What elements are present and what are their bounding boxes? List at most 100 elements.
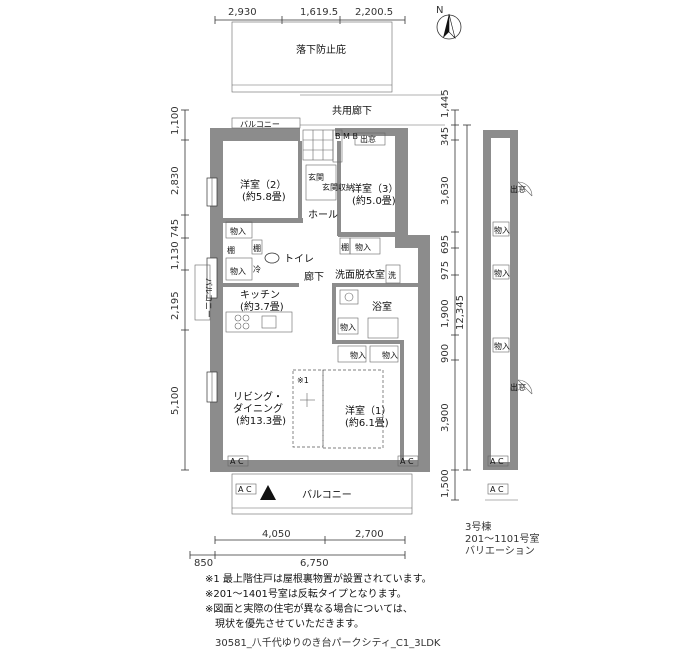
closet-mid-2: 物入: [382, 350, 398, 360]
bottom-dim-2: 2,700: [355, 529, 384, 540]
variant-line-2: 201～1101号室: [465, 532, 540, 545]
ac-label-2: A C: [400, 457, 414, 466]
variant-closet-3: 物入: [494, 341, 510, 351]
inner-corridor-label: 廊下: [304, 270, 324, 283]
kitchen-area: 物入 棚 冷 キッチン (約3.7畳): [225, 245, 293, 333]
variant-caption: 3号棟 201～1101号室 バリエーション: [465, 520, 540, 557]
note-4: 現状を優先させていただきます。: [205, 617, 364, 630]
left-dimension-line: 1,100 2,830 745 1,130 2,195 5,100: [170, 106, 189, 471]
right-dim-4: 695: [440, 235, 451, 254]
bottom-balcony-label: バルコニー: [302, 489, 352, 501]
ac-label-3: A C: [238, 485, 252, 494]
room-western-3: 洋室（3） (約5.0畳): [352, 182, 398, 207]
common-corridor: 共用廊下: [300, 94, 445, 126]
kitchen-size: (約3.7畳): [240, 300, 284, 313]
bottom-dim-1: 4,050: [262, 529, 291, 540]
left-dim-6: 5,100: [170, 386, 181, 415]
variant-closet-2: 物入: [494, 268, 510, 278]
living-label: リビング・: [233, 390, 283, 403]
middle-closets: 物入 物入: [337, 345, 399, 363]
ac-units: A C A C A C: [227, 455, 419, 495]
western2-size: (約5.8畳): [242, 190, 286, 203]
entrance-marker-icon: [260, 485, 276, 500]
top-dimension-line: 2,930 1,619.5 2,200.5: [214, 7, 406, 24]
note-3: ※図面と実際の住宅が異なる場合については、: [205, 602, 413, 615]
closet-mid-1: 物入: [350, 350, 366, 360]
toilet-area: 棚 トイレ 廊下: [251, 239, 324, 283]
note-2: ※201～1401号室は反転タイプとなります。: [205, 587, 407, 600]
variant-line-3: バリエーション: [465, 545, 535, 557]
right-dim-9: 1,500: [440, 469, 451, 498]
closet-upper-right: 物入: [355, 242, 371, 252]
kitchen-label: キッチン: [240, 289, 280, 301]
western3-size: (約5.0畳): [352, 194, 396, 207]
meter-box-label: B M B: [335, 132, 358, 141]
compass-label: N: [436, 5, 443, 16]
bottom-total-main: 6,750: [300, 558, 329, 569]
right-dim-5: 975: [440, 261, 451, 280]
left-dim-5: 2,195: [170, 291, 181, 320]
right-dim-8: 3,900: [440, 403, 451, 432]
shelf-toilet: 棚: [253, 243, 261, 253]
closet-kitchen: 物入: [230, 266, 246, 276]
top-dim-3: 2,200.5: [355, 7, 393, 18]
wash-label: 洗: [388, 270, 396, 280]
note-1: ※1 最上階住戸は屋根裏物置が設置されています。: [205, 572, 432, 585]
main-unit-walls: [210, 128, 430, 472]
common-corridor-label: 共用廊下: [332, 104, 372, 117]
room-western-2: 洋室（2） (約5.8畳): [240, 178, 286, 203]
right-dim-7: 900: [440, 344, 451, 363]
variant-window-1: 出窓: [510, 184, 526, 194]
left-windows: [206, 177, 218, 403]
top-balcony-label: バルコニー: [240, 120, 280, 129]
washroom-label: 洗面脱衣室: [335, 268, 385, 281]
variation-unit: 出窓 出窓 物入 物入 物入 A C A C: [483, 130, 533, 501]
dining-label: ダイニング: [233, 402, 283, 415]
variant-window-2: 出窓: [510, 382, 526, 392]
right-dim-3: 3,630: [440, 176, 451, 205]
bottom-balcony: バルコニー: [231, 473, 413, 515]
room-western-1: 洋室（1） (約6.1畳): [345, 404, 391, 429]
closet-bath: 物入: [340, 322, 356, 332]
right-total-dim: 12,345: [455, 295, 466, 330]
top-dim-2: 1,619.5: [300, 7, 338, 18]
toilet-label: トイレ: [284, 254, 314, 265]
footer-caption: 30581_八千代ゆりのき台パークシティ_C1_3LDK: [215, 636, 441, 649]
right-dimension-line: 1,445 345 3,630 695 975 1,900 900 3,900 …: [440, 89, 471, 501]
left-balcony-label: バルコニー: [204, 278, 213, 318]
left-dim-3: 745: [170, 219, 181, 238]
attic-note-mark: ※1: [297, 376, 309, 385]
ac-label-1: A C: [230, 457, 244, 466]
wash-bath: 洗面脱衣室 洗 浴室 物入: [335, 264, 401, 339]
left-dim-2: 2,830: [170, 166, 181, 195]
bath-label: 浴室: [372, 300, 392, 313]
hall: ホール: [308, 209, 338, 221]
entrance-area: B M B 出窓 玄関 玄関収納: [302, 129, 386, 201]
variant-ac-2: A C: [490, 485, 504, 494]
western1-label: 洋室（1）: [345, 404, 391, 417]
shoe-storage-label: 玄関収納: [322, 182, 354, 192]
shelf-kitchen: 棚: [227, 245, 235, 255]
shelf-upper: 棚: [341, 242, 349, 252]
western3-label: 洋室（3）: [352, 182, 398, 195]
genkan-label: 玄関: [308, 172, 324, 182]
variant-ac-1: A C: [490, 457, 504, 466]
living-dining: リビング・ ダイニング (約13.3畳) ※1: [233, 369, 384, 449]
variant-closet-1: 物入: [494, 225, 510, 235]
variant-line-1: 3号棟: [465, 520, 491, 533]
upper-closets: 物入 物入 棚: [225, 221, 381, 255]
right-dim-1: 1,445: [440, 89, 451, 118]
right-dim-6: 1,900: [440, 299, 451, 328]
eaves-label: 落下防止庇: [296, 43, 346, 56]
closet-upper-left: 物入: [230, 226, 246, 236]
eaves: 落下防止庇: [231, 21, 393, 93]
left-balcony: バルコニー: [194, 264, 213, 321]
bottom-total-left: 850: [194, 558, 213, 569]
left-dim-1: 1,100: [170, 106, 181, 135]
living-size: (約13.3畳): [236, 414, 286, 427]
western1-size: (約6.1畳): [345, 416, 389, 429]
right-dim-2: 345: [440, 127, 451, 146]
bottom-dimension-line: 4,050 2,700 850 6,750: [189, 529, 406, 569]
